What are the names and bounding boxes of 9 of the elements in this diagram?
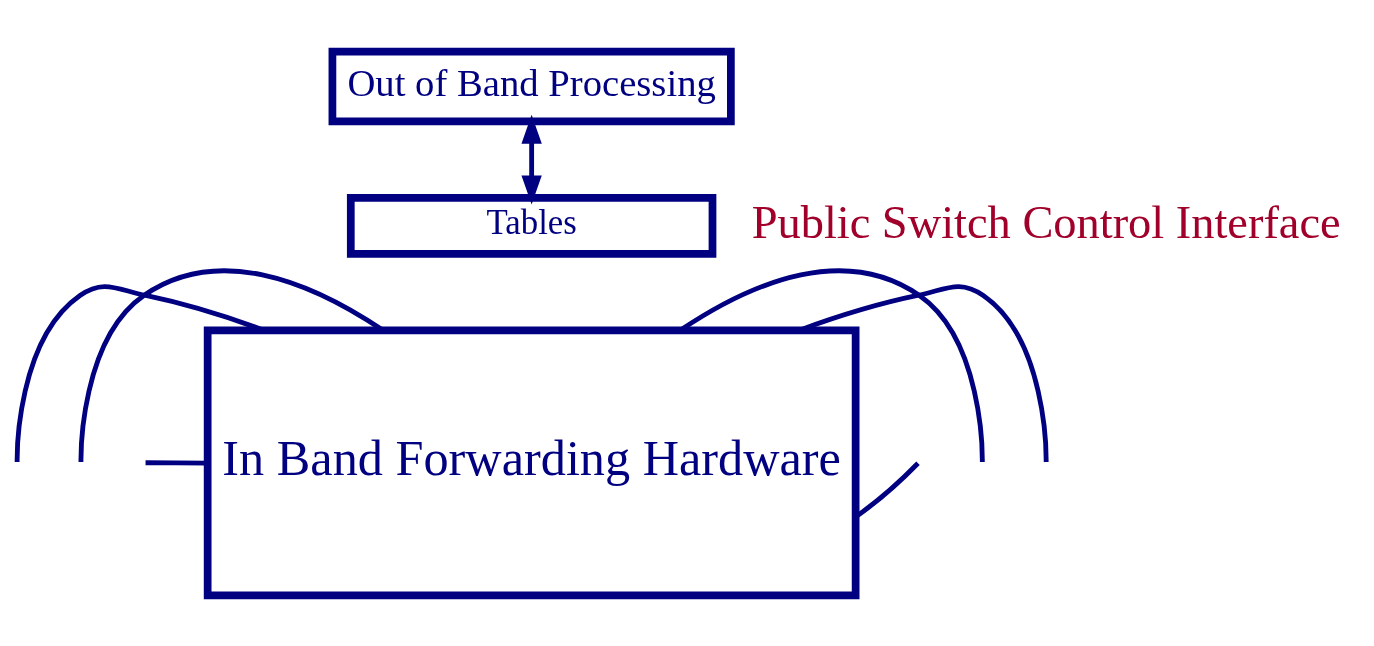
label: Public Switch Control Interface	[751, 196, 1341, 248]
connector	[78, 267, 384, 462]
connector	[679, 267, 985, 462]
node-box: Tables	[346, 193, 717, 258]
connector	[14, 283, 265, 462]
node-box: In Band Forwarding Hardware	[203, 325, 860, 599]
connector	[798, 283, 1049, 462]
node-box: Out of Band Processing	[328, 47, 735, 125]
arrow	[521, 114, 542, 204]
